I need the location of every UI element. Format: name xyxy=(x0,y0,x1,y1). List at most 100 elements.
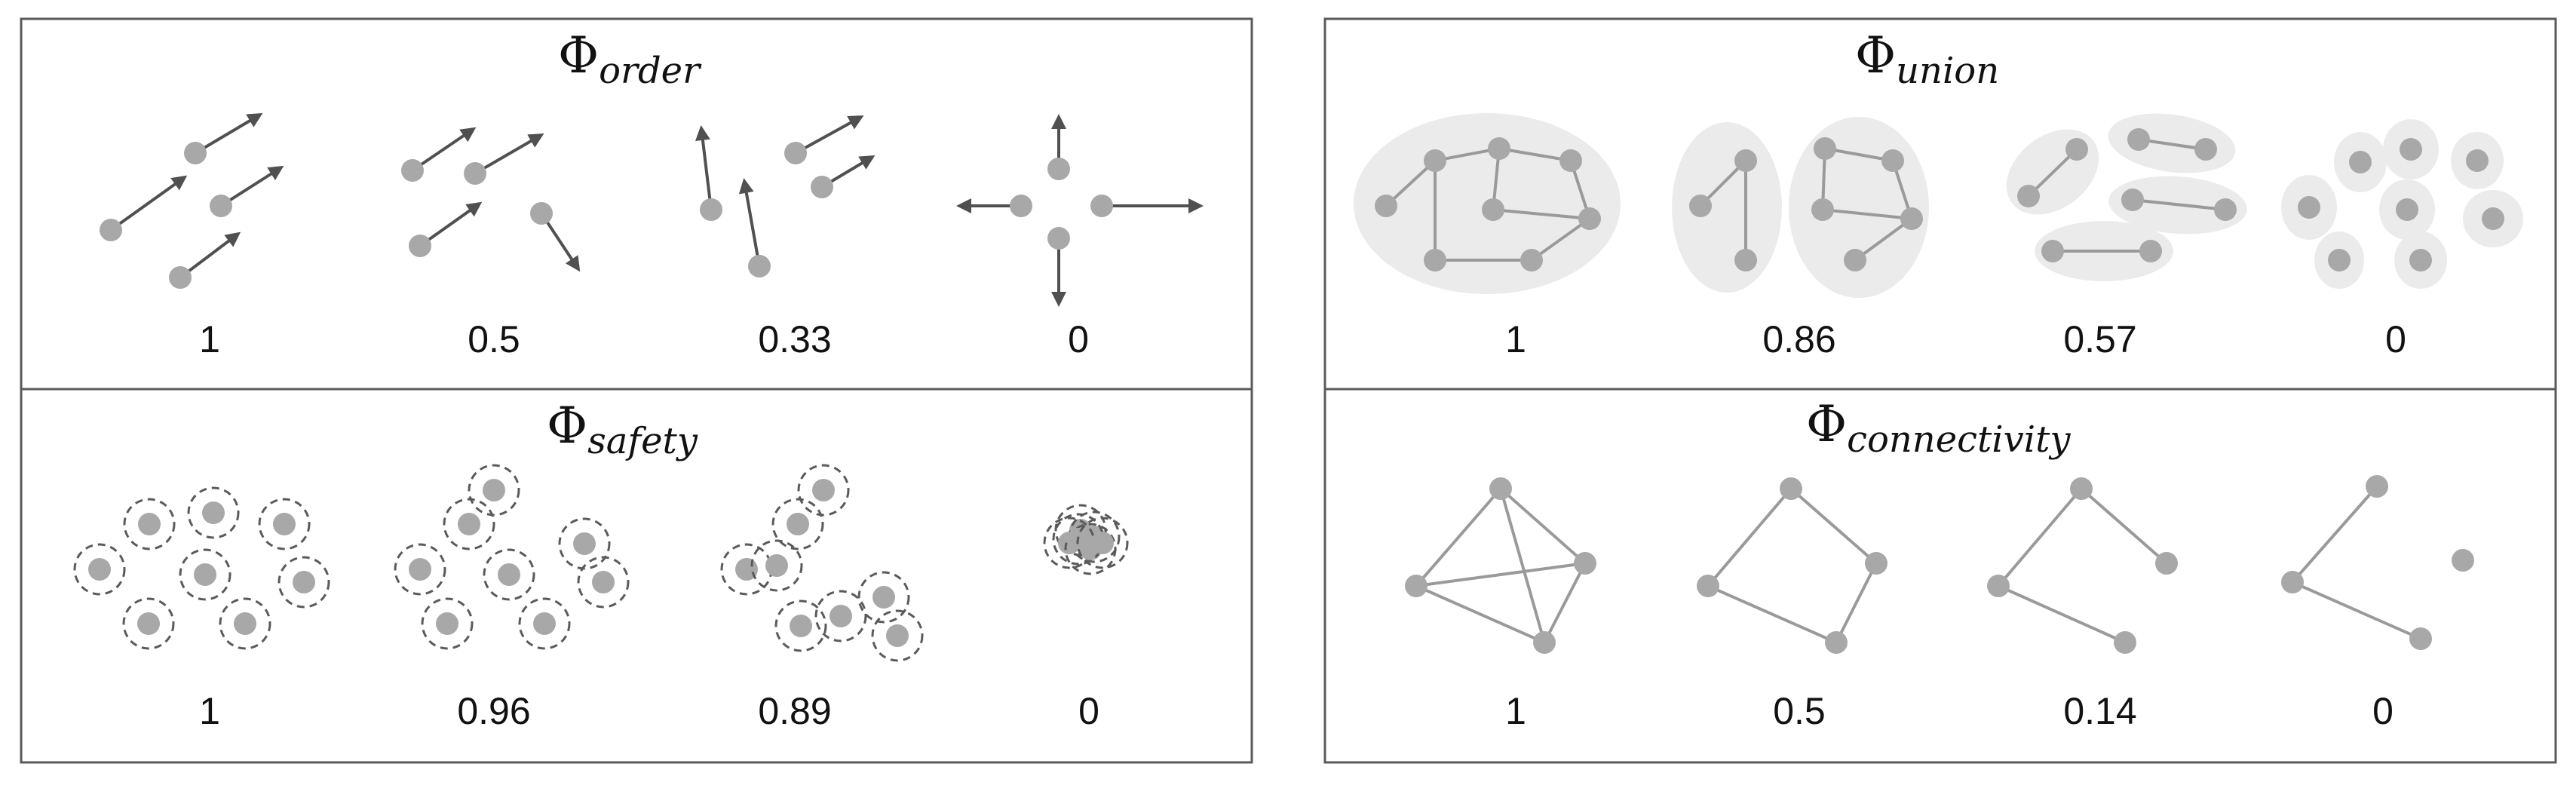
order-value-2: 0.5 xyxy=(468,318,520,360)
union-agent xyxy=(2396,198,2418,221)
connectivity-edge xyxy=(1789,487,1878,565)
order-value-4: 0 xyxy=(1068,318,1089,360)
union-agent xyxy=(1488,137,1510,160)
union-value-1: 1 xyxy=(1505,318,1526,360)
connectivity-edge xyxy=(1499,488,1546,643)
union-cluster xyxy=(1672,122,1782,293)
connectivity-value-4: 0 xyxy=(2372,690,2394,732)
union-example-2 xyxy=(1672,117,1929,298)
connectivity-example-3 xyxy=(1987,477,2178,654)
safety-agent xyxy=(483,548,535,601)
safety-agent xyxy=(179,548,232,601)
safety-value-1: 1 xyxy=(199,690,220,732)
order-agent xyxy=(100,219,122,241)
safety-agent xyxy=(123,498,176,550)
left-frame xyxy=(20,17,1253,764)
order-example-3 xyxy=(695,115,876,278)
safety-agent xyxy=(73,543,126,596)
order-arrow xyxy=(419,201,483,247)
connectivity-agent xyxy=(1825,631,1848,654)
union-agent xyxy=(2041,240,2064,262)
connectivity-agent xyxy=(2070,477,2093,500)
safety-value-4: 0 xyxy=(1078,690,1099,732)
order-agent xyxy=(700,198,722,221)
connectivity-title-symbol: Φ xyxy=(1806,395,1847,453)
safety-agent xyxy=(774,599,827,652)
safety-value-3: 0.89 xyxy=(758,690,831,732)
connectivity-value-1: 1 xyxy=(1505,690,1526,732)
order-value-3: 0.33 xyxy=(758,318,831,360)
union-agent xyxy=(2139,240,2162,262)
order-example-4 xyxy=(956,114,1204,307)
union-agent xyxy=(2017,185,2040,207)
connectivity-agent xyxy=(2281,571,2304,593)
order-agent xyxy=(169,266,192,289)
order-arrow xyxy=(109,175,188,232)
safety-agent xyxy=(771,498,824,550)
safety-title-symbol: Φ xyxy=(547,397,587,455)
union-agent xyxy=(2466,149,2489,172)
safety-agent xyxy=(558,517,611,570)
order-agent xyxy=(210,195,232,217)
connectivity-edge xyxy=(1499,487,1587,565)
union-agent xyxy=(1375,195,1397,217)
safety-agent xyxy=(814,590,867,642)
union-agent xyxy=(2214,198,2237,221)
connectivity-agent xyxy=(1405,575,1428,597)
union-edge xyxy=(2132,198,2226,211)
safety-panel: Φsafety xyxy=(73,397,1129,732)
connectivity-agent xyxy=(1533,631,1556,654)
connectivity-edge xyxy=(1415,562,1586,587)
connectivity-agent xyxy=(2452,549,2474,572)
order-agent xyxy=(1047,158,1070,180)
order-agent xyxy=(1047,227,1070,250)
order-arrow xyxy=(474,133,544,175)
left-frame-border xyxy=(20,17,1253,764)
connectivity-value-3: 0.14 xyxy=(2063,690,2136,732)
safety-agent xyxy=(443,498,495,550)
connectivity-example-2 xyxy=(1697,477,1888,654)
union-agent xyxy=(2065,138,2088,161)
safety-agent xyxy=(122,597,175,650)
union-agent xyxy=(1734,249,1757,271)
order-panel: Φorder xyxy=(100,26,1204,360)
union-example-3 xyxy=(2006,113,2247,281)
union-agent xyxy=(2298,196,2320,219)
union-agent xyxy=(1424,149,1446,172)
order-title: Φorder xyxy=(558,26,702,92)
connectivity-agent xyxy=(2409,627,2432,650)
safety-agent xyxy=(577,556,630,609)
union-agent xyxy=(1520,249,1543,271)
connectivity-edge xyxy=(2292,581,2421,640)
safety-agent xyxy=(278,556,330,609)
order-agent xyxy=(401,159,424,182)
connectivity-example-1 xyxy=(1405,477,1596,654)
order-arrow xyxy=(179,232,241,279)
order-agent xyxy=(811,176,833,198)
safety-example-1 xyxy=(73,486,330,650)
connectivity-edge xyxy=(1415,584,1545,644)
safety-agent xyxy=(219,597,271,650)
connectivity-edge xyxy=(2080,487,2168,565)
connectivity-example-4 xyxy=(2281,475,2474,650)
connectivity-agent xyxy=(1780,477,1802,500)
union-value-3: 0.57 xyxy=(2063,318,2136,360)
order-agent xyxy=(409,235,431,257)
order-example-2 xyxy=(401,127,581,272)
connectivity-title-subscript: connectivity xyxy=(1847,419,2071,461)
right-frame xyxy=(1323,17,2557,764)
connectivity-agent xyxy=(1489,477,1512,500)
union-agent xyxy=(1424,249,1446,271)
union-agent xyxy=(2482,207,2504,230)
safety-title: Φsafety xyxy=(547,397,698,462)
order-agent xyxy=(530,202,553,225)
order-agent xyxy=(748,255,771,278)
safety-agent xyxy=(518,597,571,650)
union-agent xyxy=(1814,137,1836,160)
union-title: Φunion xyxy=(1855,26,1999,92)
union-value-2: 0.86 xyxy=(1762,318,1835,360)
safety-agent xyxy=(258,498,311,550)
connectivity-agent xyxy=(1987,575,2010,597)
union-panel: Φunion xyxy=(1354,26,2523,360)
connectivity-agent xyxy=(1697,575,1719,597)
